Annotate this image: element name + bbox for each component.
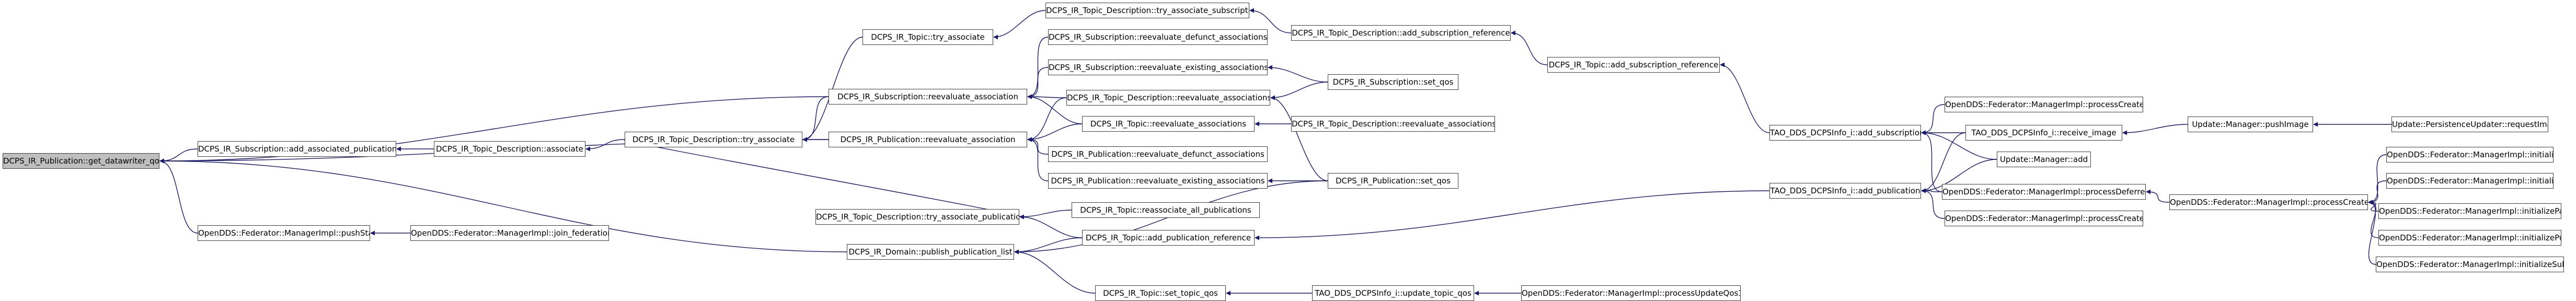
- edge-fed-process-create-c-to-fed-process-deferred: [2146, 189, 2170, 203]
- node-td-try-associate-pub[interactable]: DCPS_IR_Topic_Description::try_associate…: [815, 209, 1019, 225]
- edge-fed-init-owner-to-fed-process-create-c: [2368, 180, 2387, 205]
- edge-topic-add-pub-ref-to-ir-domain-publish: [1014, 237, 1083, 254]
- edge-fed-process-deferred-to-tao-add-sub: [1921, 130, 1942, 192]
- edge-pub-set-qos-to-td-reeval-assoc: [1270, 95, 1328, 181]
- edge-fed-init-topic-to-fed-process-create-c: [2368, 154, 2387, 205]
- edge-td-add-sub-ref-to-td-try-associate-sub: [1249, 8, 1292, 33]
- node-update-manager-add[interactable]: Update::Manager::add: [1997, 152, 2091, 167]
- edge-sub-reeval-existing-to-ir-sub-reeval: [1027, 67, 1049, 99]
- edge-td-try-associate-to-td-associate: [585, 139, 625, 152]
- node-ir-domain-publish[interactable]: DCPS_IR_Domain::publish_publication_list: [847, 244, 1014, 260]
- edge-ir-sub-reeval-to-root: [159, 96, 829, 164]
- edge-pub-reeval-defunct-to-ir-pub-reeval: [1027, 137, 1049, 155]
- edge-pub-reeval-existing-to-ir-pub-reeval: [1027, 137, 1049, 181]
- edge-update-push-image-to-tao-receive-image: [2122, 124, 2188, 135]
- edge-topic-reeval-assoc-to-ir-sub-reeval: [1027, 94, 1083, 124]
- edge-update-manager-add-to-tao-add-pub: [1921, 159, 1997, 193]
- node-topic-reeval-assoc[interactable]: DCPS_IR_Topic::reevaluate_associations: [1082, 116, 1255, 132]
- node-persistence-request[interactable]: Update::PersistenceUpdater::requestImage: [2391, 117, 2548, 132]
- edge-fed-init-participant-to-fed-process-create-c: [2368, 200, 2379, 212]
- node-td-try-associate-sub[interactable]: DCPS_IR_Topic_Description::try_associate…: [1045, 3, 1249, 18]
- edge-sub-set-qos-to-td-reeval-assoc: [1270, 82, 1328, 100]
- edge-ir-domain-publish-to-root: [159, 158, 847, 252]
- edge-fed-init-subscription-to-fed-process-create-c: [2368, 200, 2376, 265]
- node-fed-process-create-c[interactable]: OpenDDS::Federator::ManagerImpl::process…: [2169, 194, 2368, 210]
- node-pub-set-qos[interactable]: DCPS_IR_Publication::set_qos: [1328, 173, 1458, 189]
- edge-tao-receive-image-to-tao-add-pub: [1921, 132, 1966, 193]
- node-update-push-image[interactable]: Update::Manager::pushImage: [2188, 117, 2313, 132]
- node-fed-init-topic[interactable]: OpenDDS::Federator::ManagerImpl::initial…: [2386, 147, 2554, 163]
- edge-update-manager-add-to-tao-add-sub: [1921, 130, 1997, 160]
- edge-ir-sub-add-assoc-to-root: [159, 148, 198, 164]
- node-fed-init-subscription[interactable]: OpenDDS::Federator::ManagerImpl::initial…: [2376, 257, 2564, 272]
- node-topic-add-pub-ref[interactable]: DCPS_IR_Topic::add_publication_reference: [1082, 230, 1255, 246]
- edge-sub-reeval-defunct-to-ir-sub-reeval: [1027, 37, 1049, 99]
- node-fed-join[interactable]: OpenDDS::Federator::ManagerImpl::join_fe…: [410, 225, 609, 241]
- node-td-reeval-assoc[interactable]: DCPS_IR_Topic_Description::reevaluate_as…: [1066, 90, 1270, 106]
- node-td-reeval-assoc-2[interactable]: DCPS_IR_Topic_Description::reevaluate_as…: [1291, 116, 1495, 132]
- node-fed-init-owner[interactable]: OpenDDS::Federator::ManagerImpl::initial…: [2386, 173, 2554, 189]
- edge-topic-reeval-assoc-to-ir-pub-reeval: [1027, 123, 1083, 142]
- node-pub-reeval-existing[interactable]: DCPS_IR_Publication::reevaluate_existing…: [1048, 173, 1268, 189]
- edge-topic-set-qos-to-ir-domain-publish: [1014, 249, 1096, 294]
- edge-td-try-associate-to-td-try-associate-pub: [624, 139, 1025, 219]
- edge-fed-init-publication-to-fed-process-create-c: [2368, 200, 2379, 238]
- node-tao-receive-image[interactable]: TAO_DDS_DCPSInfo_i::receive_image: [1965, 125, 2122, 141]
- node-root: DCPS_IR_Publication::get_datawriter_qos: [3, 153, 159, 169]
- node-topic-try-associate[interactable]: DCPS_IR_Topic::try_associate: [862, 29, 993, 45]
- node-topic-add-sub-ref[interactable]: DCPS_IR_Topic::add_subscription_referenc…: [1547, 57, 1720, 73]
- node-ir-sub-reeval[interactable]: DCPS_IR_Subscription::reevaluate_associa…: [829, 89, 1027, 105]
- node-sub-set-qos[interactable]: DCPS_IR_Subscription::set_qos: [1328, 74, 1458, 90]
- node-sub-reeval-defunct[interactable]: DCPS_IR_Subscription::reevaluate_defunct…: [1048, 29, 1268, 45]
- node-tao-update-topic-qos[interactable]: TAO_DDS_DCPSInfo_i::update_topic_qos: [1312, 285, 1474, 301]
- node-pub-reeval-defunct[interactable]: DCPS_IR_Publication::reevaluate_defunct_…: [1048, 146, 1268, 162]
- edge-fed-process-create-b-to-tao-add-pub: [1921, 188, 1945, 219]
- node-topic-set-qos[interactable]: DCPS_IR_Topic::set_topic_qos: [1095, 285, 1226, 301]
- edge-fed-pushstate-to-root: [159, 158, 198, 234]
- node-fed-process-deferred[interactable]: OpenDDS::Federator::ManagerImpl::process…: [1942, 184, 2146, 200]
- edge-fed-process-create-a-to-tao-add-sub: [1921, 104, 1945, 135]
- node-fed-process-create-a[interactable]: OpenDDS::Federator::ManagerImpl::process…: [1945, 97, 2143, 112]
- node-tao-add-sub[interactable]: TAO_DDS_DCPSInfo_i::add_subscription: [1769, 125, 1921, 141]
- edge-topic-reassoc-all-to-td-try-associate-pub: [1019, 210, 1072, 219]
- node-tao-add-pub[interactable]: TAO_DDS_DCPSInfo_i::add_publication: [1769, 183, 1921, 199]
- edge-tao-add-sub-to-topic-add-sub-ref: [1720, 62, 1770, 133]
- edge-td-reeval-assoc-to-ir-sub-reeval: [1027, 94, 1067, 99]
- node-td-try-associate[interactable]: DCPS_IR_Topic_Description::try_associate: [625, 132, 802, 147]
- node-sub-reeval-existing[interactable]: DCPS_IR_Subscription::reevaluate_existin…: [1048, 60, 1268, 75]
- edge-topic-try-associate-to-td-try-associate: [802, 37, 863, 142]
- edge-topic-add-pub-ref-to-td-try-associate-pub: [1019, 214, 1083, 238]
- node-fed-process-create-b[interactable]: OpenDDS::Federator::ManagerImpl::process…: [1945, 211, 2143, 226]
- edge-ir-sub-reeval-to-td-try-associate: [802, 96, 829, 142]
- edge-topic-add-sub-ref-to-td-add-sub-ref: [1511, 30, 1548, 65]
- node-fed-init-publication[interactable]: OpenDDS::Federator::ManagerImpl::initial…: [2378, 230, 2561, 246]
- node-ir-pub-reeval[interactable]: DCPS_IR_Publication::reevaluate_associat…: [829, 132, 1027, 147]
- node-fed-pushstate[interactable]: OpenDDS::Federator::ManagerImpl::pushSta…: [198, 225, 370, 241]
- edge-fed-process-deferred-to-tao-add-pub: [1921, 188, 1942, 193]
- node-td-associate[interactable]: DCPS_IR_Topic_Description::associate: [434, 141, 585, 157]
- node-fed-process-update-qos[interactable]: OpenDDS::Federator::ManagerImpl::process…: [1521, 285, 1741, 301]
- node-td-add-sub-ref[interactable]: DCPS_IR_Topic_Description::add_subscript…: [1291, 25, 1511, 41]
- node-fed-init-participant[interactable]: OpenDDS::Federator::ManagerImpl::initial…: [2378, 203, 2561, 219]
- edge-td-reeval-assoc-to-ir-pub-reeval: [1027, 97, 1067, 142]
- node-topic-reassoc-all[interactable]: DCPS_IR_Topic::reassociate_all_publicati…: [1072, 202, 1260, 218]
- edge-tao-add-pub-to-topic-add-pub-ref: [1255, 190, 1770, 240]
- edge-sub-set-qos-to-sub-reeval-existing: [1268, 65, 1328, 83]
- edge-td-try-associate-sub-to-topic-try-associate: [993, 10, 1046, 40]
- node-ir-sub-add-assoc[interactable]: DCPS_IR_Subscription::add_associated_pub…: [198, 141, 396, 157]
